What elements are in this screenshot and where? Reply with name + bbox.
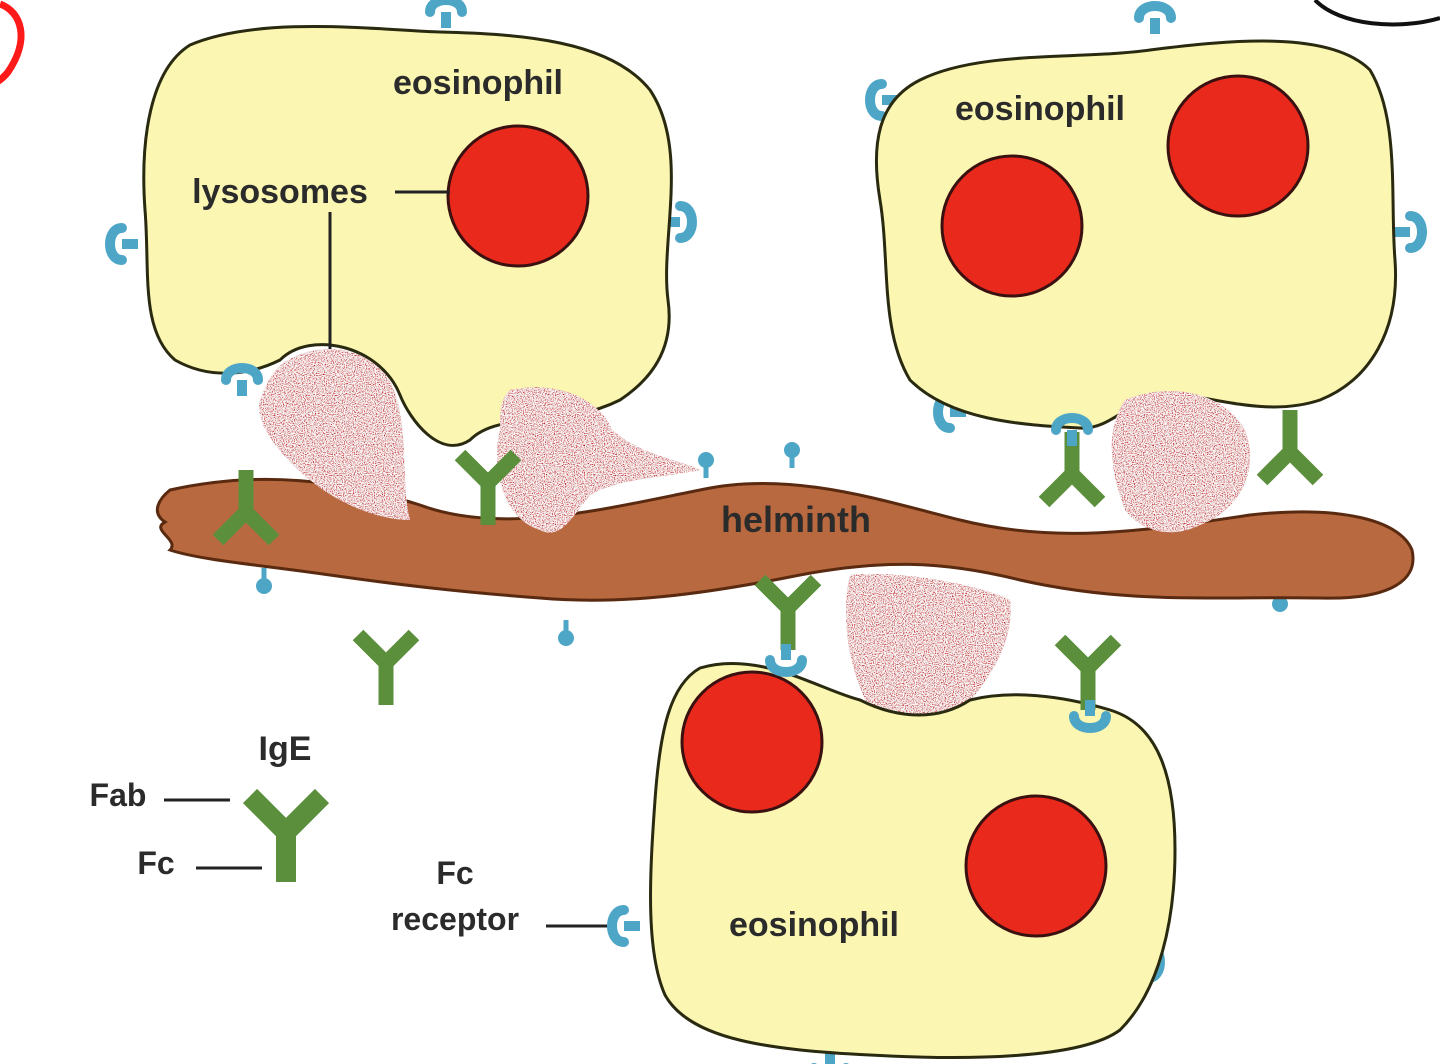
fc-receptor-label-line1: Fc [436,855,473,891]
granule-release [259,349,1250,725]
annotation-mark [0,0,25,85]
lysosome [940,154,1084,298]
fc-label: Fc [137,845,174,881]
ige-antibody-icon [242,788,330,882]
ige-label: IgE [259,730,312,768]
fab-label: Fab [90,777,147,813]
helminth-worm: helminth [155,442,1415,646]
eosinophil-cell-1: eosinophil lysosomes [110,0,692,447]
lysosome [680,670,824,814]
annotation-circle [1313,0,1440,27]
lysosome [1166,74,1310,218]
eosinophil-label: eosinophil [393,64,563,102]
eosinophil-cell-3: eosinophil [649,662,1177,1064]
helminth-label: helminth [721,499,871,540]
fc-receptor-label-line2: receptor [391,901,519,937]
eosinophil-label: eosinophil [729,906,899,944]
lysosomes-label: lysosomes [192,173,368,211]
lysosome [964,794,1108,938]
eosinophil-cell-2: eosinophil [870,6,1422,428]
legend: IgE Fab Fc Fc receptor [90,730,640,942]
lysosome [446,124,590,268]
eosinophil-label: eosinophil [955,90,1125,128]
fc-receptor-icon [612,910,640,942]
